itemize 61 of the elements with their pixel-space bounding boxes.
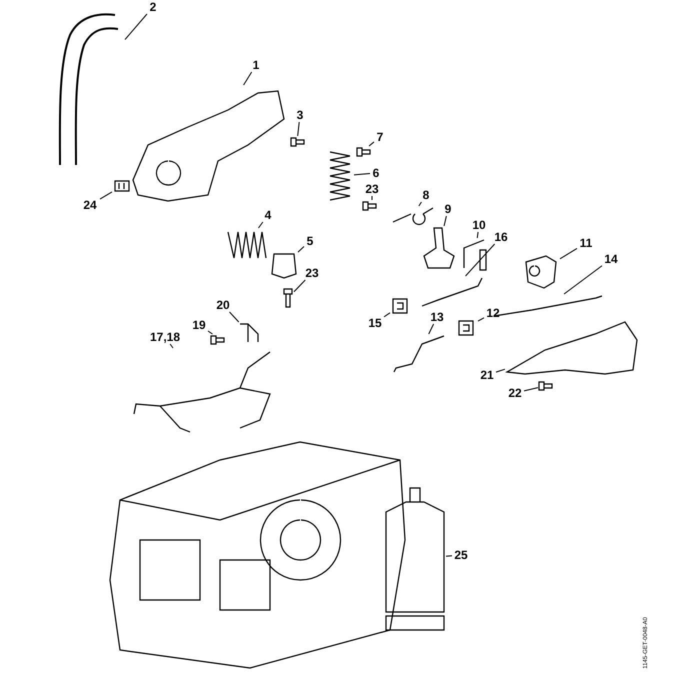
cover-drawing (505, 320, 640, 375)
callout-number: 22 (506, 386, 524, 400)
tube-drawing (384, 486, 446, 632)
leader-line (294, 280, 306, 292)
callout-number: 5 (304, 234, 316, 248)
callout-number: 14 (602, 252, 620, 266)
rod-drawing (392, 334, 446, 374)
bracket-drawing (238, 322, 260, 344)
leader-line (478, 317, 484, 322)
callout-number: 12 (484, 306, 502, 320)
callout-number: 11 (577, 236, 595, 250)
callout-number: 1 (250, 58, 262, 72)
leader-line (496, 368, 506, 373)
callout-number: 25 (452, 548, 470, 562)
leader-line (170, 344, 174, 348)
leader-line (524, 387, 538, 392)
callout-number: 23 (302, 266, 322, 280)
leader-line (368, 141, 374, 146)
callout-number: 13 (428, 310, 446, 324)
leader-line (229, 312, 240, 322)
callout-number: 7 (374, 130, 386, 144)
leader-line (465, 244, 496, 276)
screw-drawing (282, 288, 294, 308)
callout-number: 16 (492, 230, 510, 244)
callout-number: 10 (470, 218, 488, 232)
leader-line (124, 14, 148, 40)
leader-line (100, 191, 112, 200)
leader-line (297, 122, 300, 136)
callout-number: 19 (190, 318, 208, 332)
nut-drawing (112, 178, 132, 194)
screw-drawing (290, 136, 304, 148)
callout-number: 17,18 (148, 330, 182, 344)
leader-line (243, 72, 252, 86)
screw-drawing (538, 380, 552, 392)
clip-drawing (390, 296, 410, 316)
callout-number: 21 (478, 368, 496, 382)
leader-line (208, 330, 213, 334)
callout-number: 8 (420, 188, 432, 202)
torsion-spring-drawing (393, 206, 433, 224)
leader-line (444, 216, 447, 226)
callout-number: 3 (294, 108, 306, 122)
leader-line (560, 248, 578, 260)
leader-line (384, 312, 390, 318)
screw-drawing (356, 146, 370, 156)
callout-number: 6 (370, 166, 382, 180)
callout-number: 4 (262, 208, 274, 222)
callout-number: 24 (80, 198, 100, 212)
leader-line (564, 265, 602, 294)
leader-line (476, 232, 479, 238)
leader-line (354, 173, 370, 176)
callout-number: 23 (362, 182, 382, 196)
leader-line (298, 246, 304, 253)
leader-line (418, 202, 422, 206)
callout-number: 9 (442, 202, 454, 216)
callout-number: 20 (214, 298, 232, 312)
rod-drawing (462, 238, 488, 272)
leader-line (428, 324, 434, 334)
callout-number: 2 (146, 0, 160, 14)
leader-line (446, 555, 452, 557)
leader-line (258, 222, 264, 228)
callout-number: 15 (366, 316, 384, 330)
